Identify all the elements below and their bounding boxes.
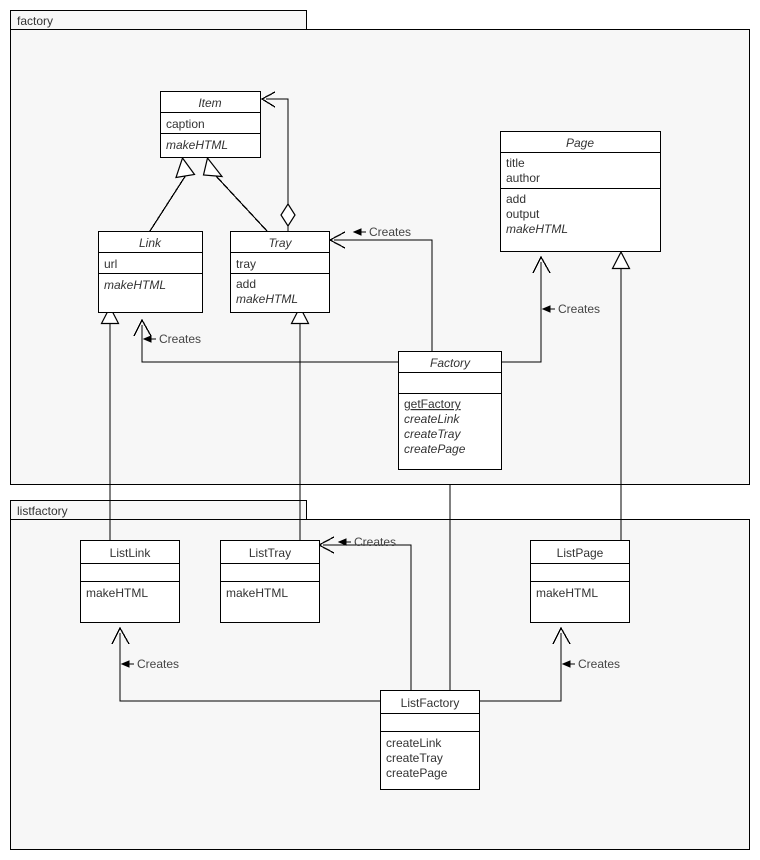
class-listpage-operation: makeHTML xyxy=(536,586,598,600)
class-listpage-name: ListPage xyxy=(557,546,604,560)
class-page-operation: makeHTML xyxy=(506,222,568,236)
relationship-layer: Creates Creates Creates xyxy=(100,91,631,702)
generalization-arrowhead xyxy=(202,156,224,178)
class-page-operation: output xyxy=(506,207,540,221)
edge-listpage-generalizes-page[interactable] xyxy=(611,250,631,540)
class-listlink[interactable]: ListLink makeHTML xyxy=(80,540,180,623)
class-link-name: Link xyxy=(139,236,162,250)
generalization-arrowhead xyxy=(100,305,120,325)
class-page-attribute: author xyxy=(506,171,540,185)
edge-label-creates: Creates xyxy=(578,657,620,671)
open-arrowhead xyxy=(133,318,152,337)
class-factory-operation: createTray xyxy=(404,427,461,441)
open-arrowhead xyxy=(532,255,551,274)
class-listfactory-operation: createLink xyxy=(386,736,442,750)
class-item-name: Item xyxy=(198,96,221,110)
edge-label-creates: Creates xyxy=(369,225,411,239)
edge-factory-creates-tray[interactable]: Creates xyxy=(328,225,433,351)
class-listfactory-operation: createPage xyxy=(386,766,448,780)
edge-factory-creates-page[interactable]: Creates xyxy=(502,255,600,363)
class-link-operation: makeHTML xyxy=(104,278,166,292)
package-listfactory-label: listfactory xyxy=(17,504,68,518)
class-factory[interactable]: Factory getFactory createLink createTray… xyxy=(398,351,502,470)
class-page[interactable]: Page title author add output makeHTML xyxy=(500,131,661,252)
edge-listlink-generalizes-link[interactable] xyxy=(100,305,120,540)
class-listlink-operation: makeHTML xyxy=(86,586,148,600)
class-page-operation: add xyxy=(506,192,526,206)
edge-label-creates: Creates xyxy=(558,302,600,316)
class-link-attribute: url xyxy=(104,257,117,271)
class-factory-operation: getFactory xyxy=(404,397,461,411)
class-page-attribute: title xyxy=(506,156,525,170)
class-listfactory-name: ListFactory xyxy=(401,696,460,710)
generalization-arrowhead xyxy=(175,156,196,179)
edge-listtray-generalizes-tray[interactable] xyxy=(290,305,310,540)
class-tray[interactable]: Tray tray add makeHTML xyxy=(230,231,330,313)
class-listpage[interactable]: ListPage makeHTML xyxy=(530,540,630,623)
class-link[interactable]: Link url makeHTML xyxy=(98,231,203,313)
class-factory-name: Factory xyxy=(430,356,471,370)
edge-link-generalizes-item[interactable] xyxy=(149,156,196,232)
class-listtray[interactable]: ListTray makeHTML xyxy=(220,540,320,623)
open-arrowhead xyxy=(552,626,571,645)
class-item-operation: makeHTML xyxy=(166,138,228,152)
edge-label-creates: Creates xyxy=(159,332,201,346)
edge-factory-creates-link[interactable]: Creates xyxy=(133,318,398,363)
class-item-attribute: caption xyxy=(166,117,205,131)
class-listlink-name: ListLink xyxy=(110,546,152,560)
class-tray-name: Tray xyxy=(268,236,292,250)
open-arrowhead xyxy=(260,91,276,108)
edge-listfactory-creates-listtray[interactable]: Creates xyxy=(317,535,412,690)
class-listfactory[interactable]: ListFactory createLink createTray create… xyxy=(380,690,480,790)
class-page-name: Page xyxy=(566,136,594,150)
class-tray-attribute: tray xyxy=(236,257,256,271)
class-listfactory-operation: createTray xyxy=(386,751,443,765)
open-arrowhead xyxy=(111,626,130,645)
edge-tray-aggregates-item[interactable] xyxy=(260,91,296,231)
class-listtray-name: ListTray xyxy=(249,546,291,560)
edge-listfactory-creates-listlink[interactable]: Creates xyxy=(111,626,381,702)
edge-listfactory-creates-listpage[interactable]: Creates xyxy=(479,626,620,702)
class-tray-operation: add xyxy=(236,277,256,291)
generalization-arrowhead xyxy=(290,305,310,325)
package-factory-tab xyxy=(10,10,307,30)
edge-label-creates: Creates xyxy=(137,657,179,671)
class-factory-operation: createLink xyxy=(404,412,460,426)
aggregation-diamond xyxy=(280,202,296,228)
class-tray-operation: makeHTML xyxy=(236,292,298,306)
package-factory-label: factory xyxy=(17,14,53,28)
generalization-arrowhead xyxy=(611,250,631,270)
class-item[interactable]: Item caption makeHTML xyxy=(160,91,261,158)
class-factory-operation: createPage xyxy=(404,442,466,456)
edge-label-creates: Creates xyxy=(354,535,396,549)
edge-tray-generalizes-item[interactable] xyxy=(202,156,268,232)
class-listtray-operation: makeHTML xyxy=(226,586,288,600)
